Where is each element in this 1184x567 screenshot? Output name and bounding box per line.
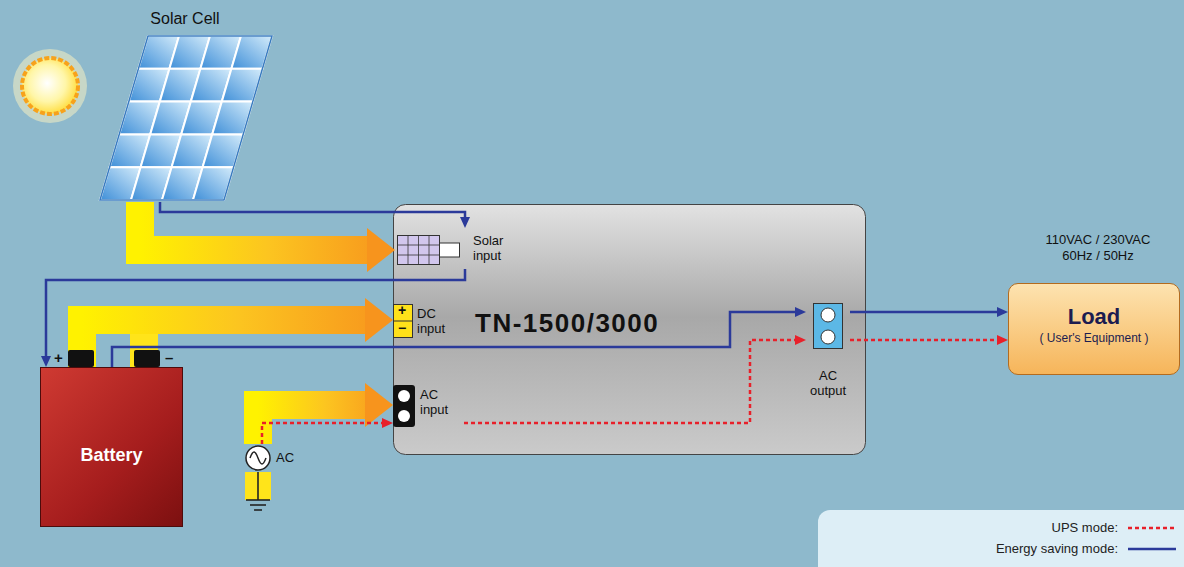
ups-mode-line	[262, 418, 393, 444]
energy-saving-line	[41, 269, 465, 367]
solar-panel-drawing	[95, 4, 275, 202]
port-label: DC input	[417, 306, 461, 336]
energy-saving-line	[850, 307, 1008, 317]
panel-label: Solar Cell	[95, 4, 275, 28]
connector-path	[82, 320, 367, 367]
connector-path	[46, 269, 465, 358]
arrowhead	[795, 335, 806, 345]
legend-text: UPS mode:	[1052, 520, 1118, 535]
power-flow-arrow	[258, 383, 393, 444]
arrowhead	[795, 307, 806, 317]
polarity-mark: +	[54, 351, 63, 365]
connector-path	[464, 340, 797, 423]
source-label: AC	[276, 450, 294, 466]
unit-title: TN-1500/3000	[475, 308, 659, 338]
port-label: AC input	[420, 387, 464, 417]
energy-saving-line	[160, 202, 470, 228]
ac-source: AC	[244, 444, 294, 472]
controller-unit: TN-1500/3000 Solar input DC input AC input A…	[393, 204, 866, 455]
connector-path	[258, 405, 367, 444]
connector-path	[160, 202, 465, 219]
arrowhead	[367, 228, 395, 272]
rating-label: 110VAC / 230VAC 60Hz / 50Hz	[1038, 232, 1158, 264]
polarity-mark: –	[165, 351, 173, 365]
legend-text: Energy saving mode:	[996, 541, 1118, 556]
port-label: AC output	[806, 368, 850, 398]
legend-sample	[1126, 544, 1178, 554]
arrowhead	[41, 356, 51, 367]
polarity-mark: −	[398, 321, 406, 335]
port-icon	[397, 235, 461, 265]
arrowhead	[460, 217, 470, 228]
polarity-mark: +	[398, 303, 406, 317]
power-flow-arrow	[82, 298, 393, 367]
battery-label: Battery	[41, 444, 182, 466]
connector-path	[140, 202, 369, 250]
ups-mode-line	[850, 335, 1008, 345]
load-title: Load	[1009, 304, 1179, 330]
sun	[13, 49, 87, 123]
connector-path	[262, 423, 384, 444]
arrowhead	[997, 307, 1008, 317]
arrowhead	[997, 335, 1008, 345]
battery: Battery	[40, 367, 183, 527]
port-icon	[813, 303, 843, 349]
legend-box: UPS mode: Energy saving mode:	[818, 510, 1184, 567]
port-icon	[246, 444, 274, 472]
legend-sample	[1126, 523, 1178, 533]
ac-input-port: AC input	[393, 383, 464, 427]
unit-housing	[394, 205, 866, 455]
ground-symbol	[246, 472, 270, 510]
arrowhead	[365, 298, 393, 342]
ups-mode-line	[464, 335, 806, 423]
port-label: Solar input	[473, 233, 517, 263]
energy-saving-line	[112, 307, 806, 367]
port-icon	[393, 385, 415, 427]
arrowhead	[382, 418, 393, 428]
connector-path	[850, 311, 999, 314]
load-subtitle: ( User's Equipment )	[1009, 330, 1179, 346]
connector-path	[850, 339, 999, 342]
legend-row: UPS mode:	[818, 517, 1178, 538]
battery-terminal	[68, 350, 94, 367]
connector-path	[112, 312, 797, 367]
solar-input-port: Solar input	[395, 228, 517, 269]
ac-band	[245, 472, 271, 500]
solar-panel: Solar Cell	[95, 4, 275, 202]
legend-row: Energy saving mode:	[818, 538, 1178, 559]
battery-terminal	[134, 350, 160, 367]
ac-output-port: AC output	[806, 300, 850, 398]
arrowhead	[365, 383, 393, 427]
load-box: Load( User's Equipment )	[1008, 283, 1180, 375]
